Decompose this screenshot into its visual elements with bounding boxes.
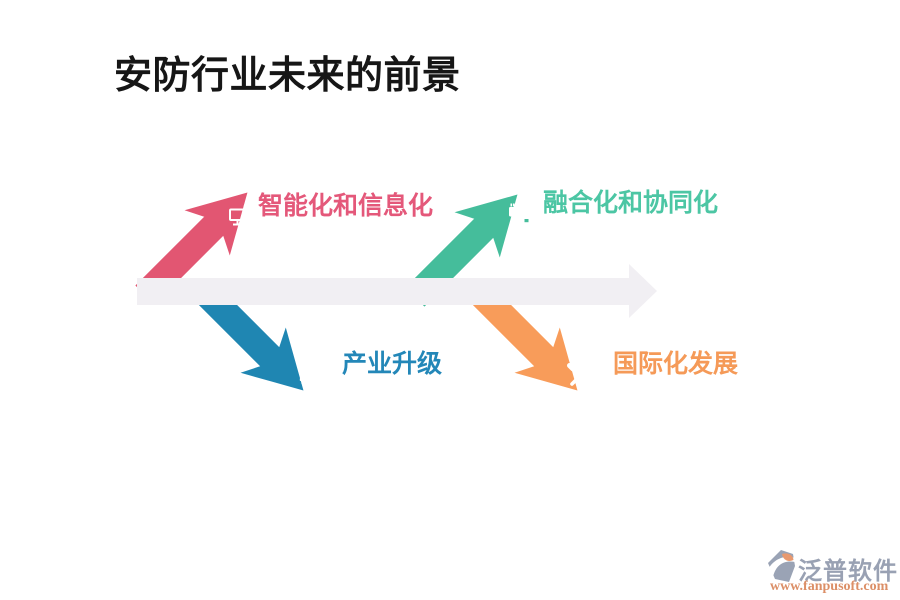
item-arrow-down-2 xyxy=(465,278,578,391)
item-arrow-down-1 xyxy=(191,278,304,391)
item-label: 国际化发展 xyxy=(613,351,739,378)
watermark-brand: 泛普软件 xyxy=(798,559,898,585)
item-label: 融合化和协同化 xyxy=(543,190,719,217)
usb-cable-icon xyxy=(509,203,531,229)
tools-icon xyxy=(567,363,589,386)
item-label: 智能化和信息化 xyxy=(258,193,434,220)
timeline-arrow-shaft xyxy=(137,278,629,305)
watermark-url: www.fanpusoft.com xyxy=(770,579,889,594)
page-title: 安防行业未来的前景 xyxy=(114,55,461,97)
item-arrow-up-1 xyxy=(135,192,248,305)
item-label: 产业升级 xyxy=(342,351,443,378)
timeline-arrow-head-icon xyxy=(629,264,657,318)
gears-icon xyxy=(299,362,322,386)
fanpu-logo-icon xyxy=(767,550,795,582)
cloud-computing-icon xyxy=(229,201,257,226)
